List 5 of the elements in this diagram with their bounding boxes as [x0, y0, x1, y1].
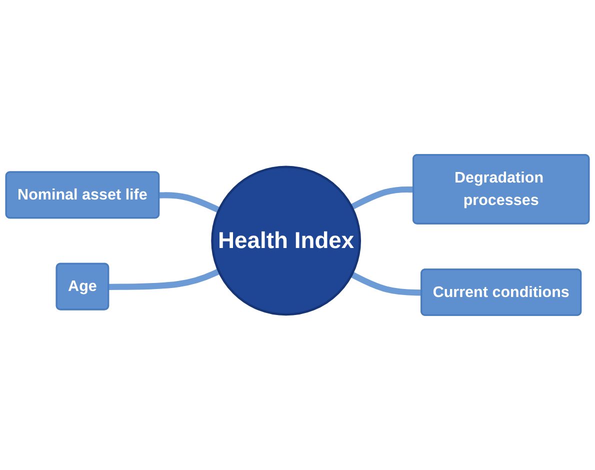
- node-circle: Health Index: [211, 166, 362, 316]
- connector: [159, 192, 220, 213]
- connector: [350, 272, 422, 296]
- connector: [108, 268, 220, 290]
- connector: [350, 186, 414, 210]
